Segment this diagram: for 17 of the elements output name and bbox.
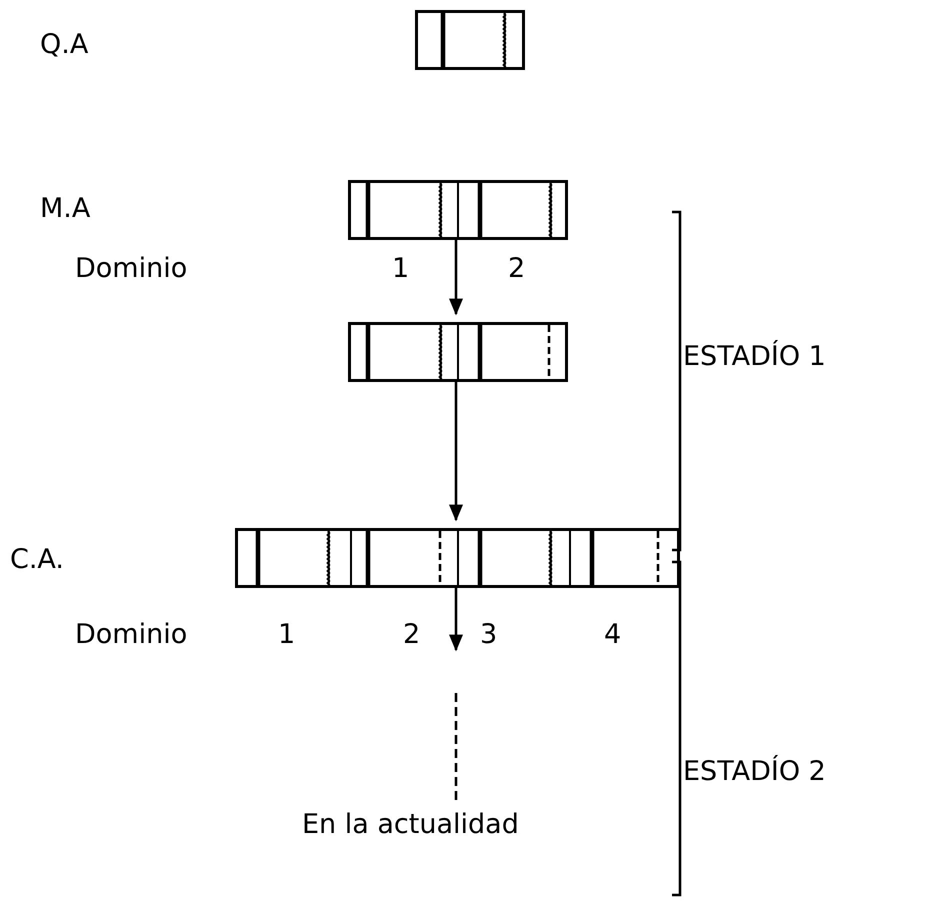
species-label: Q.A xyxy=(40,28,88,62)
domain-label: Dominio xyxy=(75,618,188,652)
domain-number: 2 xyxy=(508,252,526,286)
species-label: M.A xyxy=(40,192,90,226)
domain-number: 2 xyxy=(403,618,420,652)
domain-number: 3 xyxy=(480,618,498,652)
domain-number: 1 xyxy=(278,618,296,652)
arrow xyxy=(449,588,463,652)
stage-label: En la actualidad xyxy=(302,808,520,842)
arrow xyxy=(449,382,463,522)
arrow xyxy=(449,240,463,316)
stage-label: ESTADÍO 1 xyxy=(683,340,826,374)
domain-number: 1 xyxy=(392,252,410,286)
stage-label: ESTADÍO 2 xyxy=(683,755,826,789)
domain-label: Dominio xyxy=(75,252,188,286)
domain-number: 4 xyxy=(604,618,622,652)
species-label: C.A. xyxy=(10,543,64,577)
